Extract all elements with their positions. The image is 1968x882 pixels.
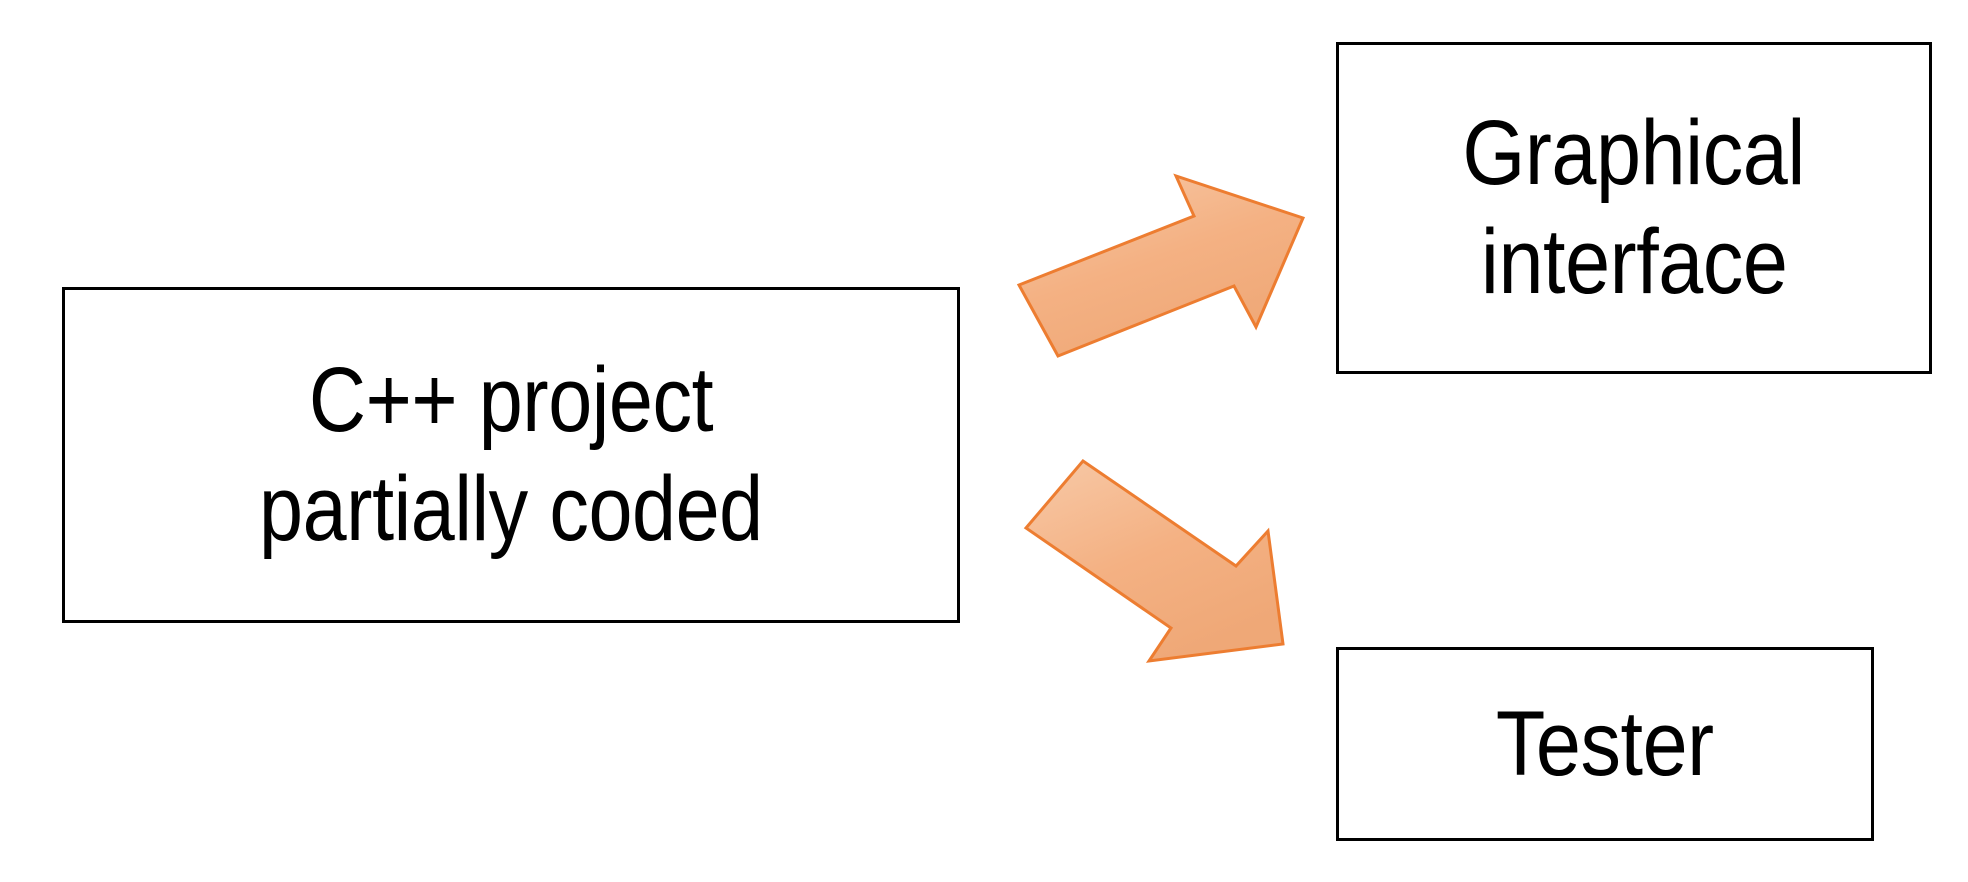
tester-line-1: Tester <box>1496 692 1714 795</box>
c-plus-plus-project-line-1: C++ project <box>308 349 714 452</box>
graphical-interface-line-2: interface <box>1480 211 1788 313</box>
arrow-up-right[interactable] <box>1016 173 1306 358</box>
graphical-interface-box[interactable]: Graphical interface <box>1336 42 1932 374</box>
graphical-interface-line-1: Graphical <box>1462 102 1806 205</box>
arrow-down-right[interactable] <box>1023 458 1285 663</box>
tester-box[interactable]: Tester <box>1336 647 1874 841</box>
c-plus-plus-project-box[interactable]: C++ project partially coded <box>62 287 960 623</box>
c-plus-plus-project-line-2: partially coded <box>259 458 763 560</box>
